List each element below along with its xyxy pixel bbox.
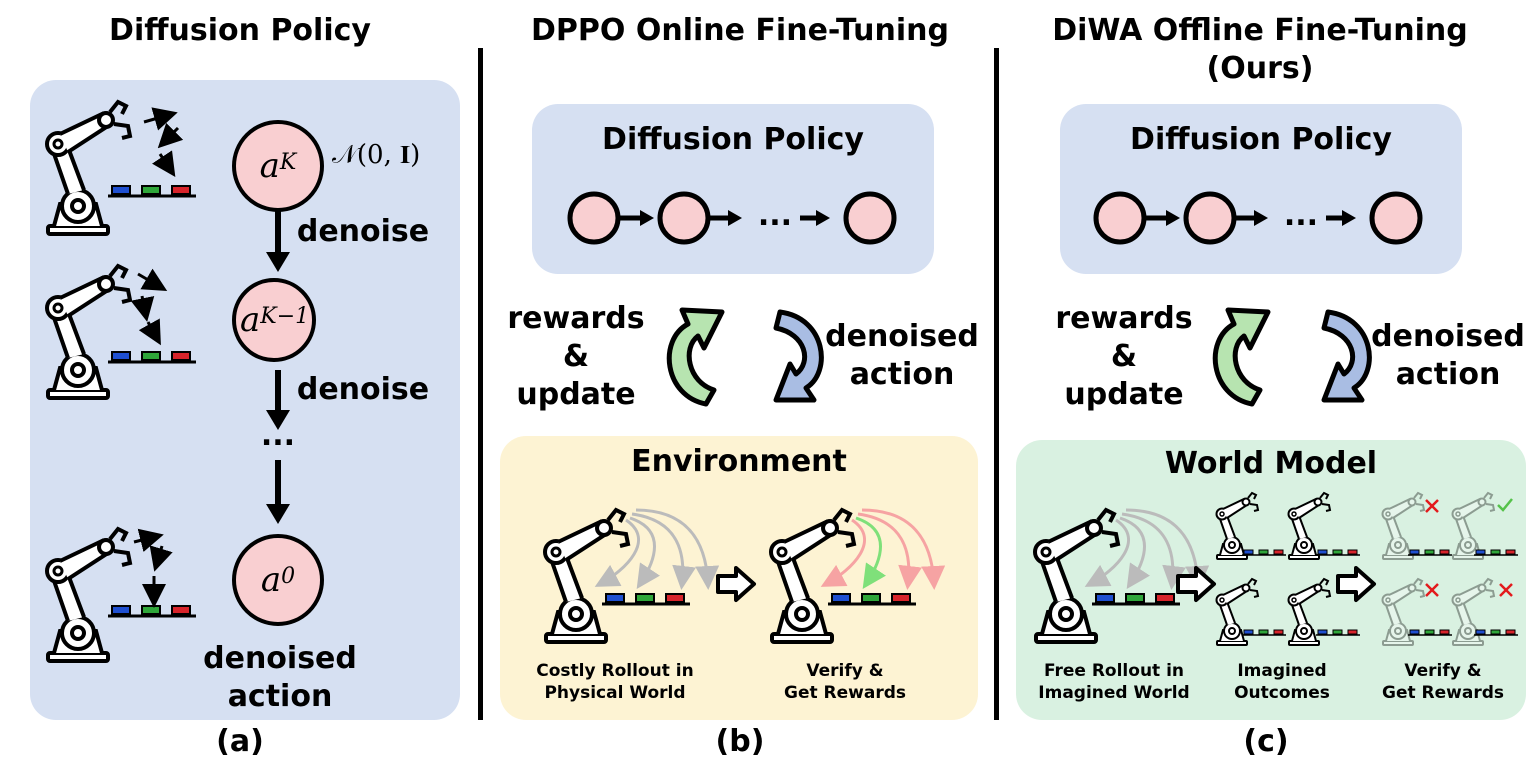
caption-verify-c-l1: Verify &: [1404, 661, 1482, 681]
policy-chain-c: [1093, 191, 1423, 245]
check-icon: [1497, 498, 1513, 512]
chain-ellipsis-b: ...: [757, 198, 793, 233]
policy-title-c: Diffusion Policy: [1130, 122, 1392, 157]
update-line-b: update: [516, 377, 636, 412]
robot-icon: [45, 100, 132, 236]
panel-c-title-l1: DiWA Offline Fine-Tuning: [1052, 13, 1468, 48]
down-arrow-icon: [266, 370, 290, 430]
action-line-b: action: [849, 357, 955, 392]
caption-free-rollout: Free Rollout in Imagined World: [1024, 660, 1204, 704]
imagined-blocks-icon: [1315, 549, 1361, 556]
caption-verify-b: Verify & Get Rewards: [760, 660, 930, 704]
amp-line-c: &: [1110, 339, 1138, 374]
verified-blocks-icon: [1473, 549, 1519, 556]
caption-imagined-outcomes: Imagined Outcomes: [1222, 660, 1342, 704]
environment-title: Environment: [631, 444, 847, 479]
down-arrow-icon: [266, 210, 290, 272]
output-label: denoised action: [190, 640, 370, 716]
action-arrow-icon: [1321, 309, 1372, 403]
output-line-1: denoised: [203, 641, 357, 676]
denoised-line-b: denoised: [825, 319, 979, 354]
blocks-icon: [106, 184, 198, 198]
world-model-title: World Model: [1164, 446, 1378, 481]
node-a0-sup: 0: [281, 563, 296, 589]
imagined-blocks-icon: [1315, 629, 1361, 636]
caption-costly-l1: Costly Rollout in: [536, 661, 694, 681]
caption-imagined-l1: Imagined: [1237, 661, 1327, 681]
down-arrow-icon: [266, 460, 290, 524]
policy-box-b: [532, 104, 934, 274]
action-arrow-icon: [773, 309, 824, 403]
update-arrow-icon: [1212, 307, 1271, 407]
motion-arrows-icon: [130, 268, 168, 346]
rewards-update-label-c: rewards & update: [1046, 300, 1202, 414]
sublabel-c: (c): [1243, 724, 1289, 759]
rollout-trajectories-icon: [594, 508, 720, 590]
chain-ellipsis-c: ...: [1283, 198, 1319, 233]
policy-chain-b: [567, 191, 897, 245]
blocks-icon: [1090, 592, 1182, 606]
output-line-2: action: [227, 679, 333, 714]
panel-b-title: DPPO Online Fine-Tuning: [531, 13, 949, 48]
update-line-c: update: [1064, 377, 1184, 412]
node-aK-1-sup: K−1: [260, 303, 310, 329]
sublabel-a: (a): [216, 724, 264, 759]
denoised-action-label-b: denoised action: [822, 318, 982, 394]
separator-1: [478, 48, 483, 720]
next-step-arrow-icon: [716, 566, 756, 602]
caption-costly-l2: Physical World: [544, 683, 686, 703]
next-step-arrow-icon: [1336, 566, 1376, 602]
denoise-label-2: denoise: [296, 372, 430, 407]
sublabel-b: (b): [715, 724, 765, 759]
blocks-icon: [600, 592, 692, 606]
caption-imagined-l2: Outcomes: [1234, 683, 1330, 703]
caption-verify-b-l1: Verify &: [806, 661, 884, 681]
caption-verify-c: Verify & Get Rewards: [1368, 660, 1518, 704]
denoised-action-label-c: denoised action: [1368, 318, 1528, 394]
panel-c-title: DiWA Offline Fine-Tuning (Ours): [1010, 12, 1510, 88]
rewards-update-label-b: rewards & update: [498, 300, 654, 414]
panel-c-title-l2: (Ours): [1206, 51, 1314, 86]
verified-blocks-icon: [1473, 629, 1519, 636]
noise-label: 𝒩(0, 𝐈): [332, 140, 421, 170]
motion-arrows-icon: [143, 107, 184, 177]
cross-icon: [1499, 583, 1513, 597]
cross-icon: [1425, 583, 1439, 597]
caption-costly-rollout: Costly Rollout in Physical World: [520, 660, 710, 704]
caption-verify-c-l2: Get Rewards: [1382, 683, 1504, 703]
amp-line-b: &: [562, 339, 590, 374]
rewards-line-b: rewards: [507, 301, 645, 336]
separator-2: [994, 48, 999, 720]
caption-free-l2: Imagined World: [1038, 683, 1190, 703]
chain-ellipsis: ...: [260, 418, 296, 453]
rewards-line-c: rewards: [1055, 301, 1193, 336]
verified-trajectories-icon: [820, 508, 946, 590]
denoise-label-1: denoise: [296, 214, 430, 249]
caption-verify-b-l2: Get Rewards: [784, 683, 906, 703]
caption-free-l1: Free Rollout in: [1043, 661, 1185, 681]
next-step-arrow-icon: [1176, 566, 1216, 602]
update-arrow-icon: [666, 307, 725, 407]
policy-box-c: [1060, 104, 1462, 274]
policy-title-b: Diffusion Policy: [602, 122, 864, 157]
action-line-c: action: [1395, 357, 1501, 392]
motion-arrows-icon: [133, 528, 173, 608]
blocks-icon: [826, 592, 918, 606]
node-aK-sup: K: [279, 149, 297, 175]
cross-icon: [1425, 499, 1439, 513]
blocks-icon: [106, 350, 198, 364]
panel-a-title: Diffusion Policy: [109, 13, 371, 48]
denoised-line-c: denoised: [1371, 319, 1525, 354]
